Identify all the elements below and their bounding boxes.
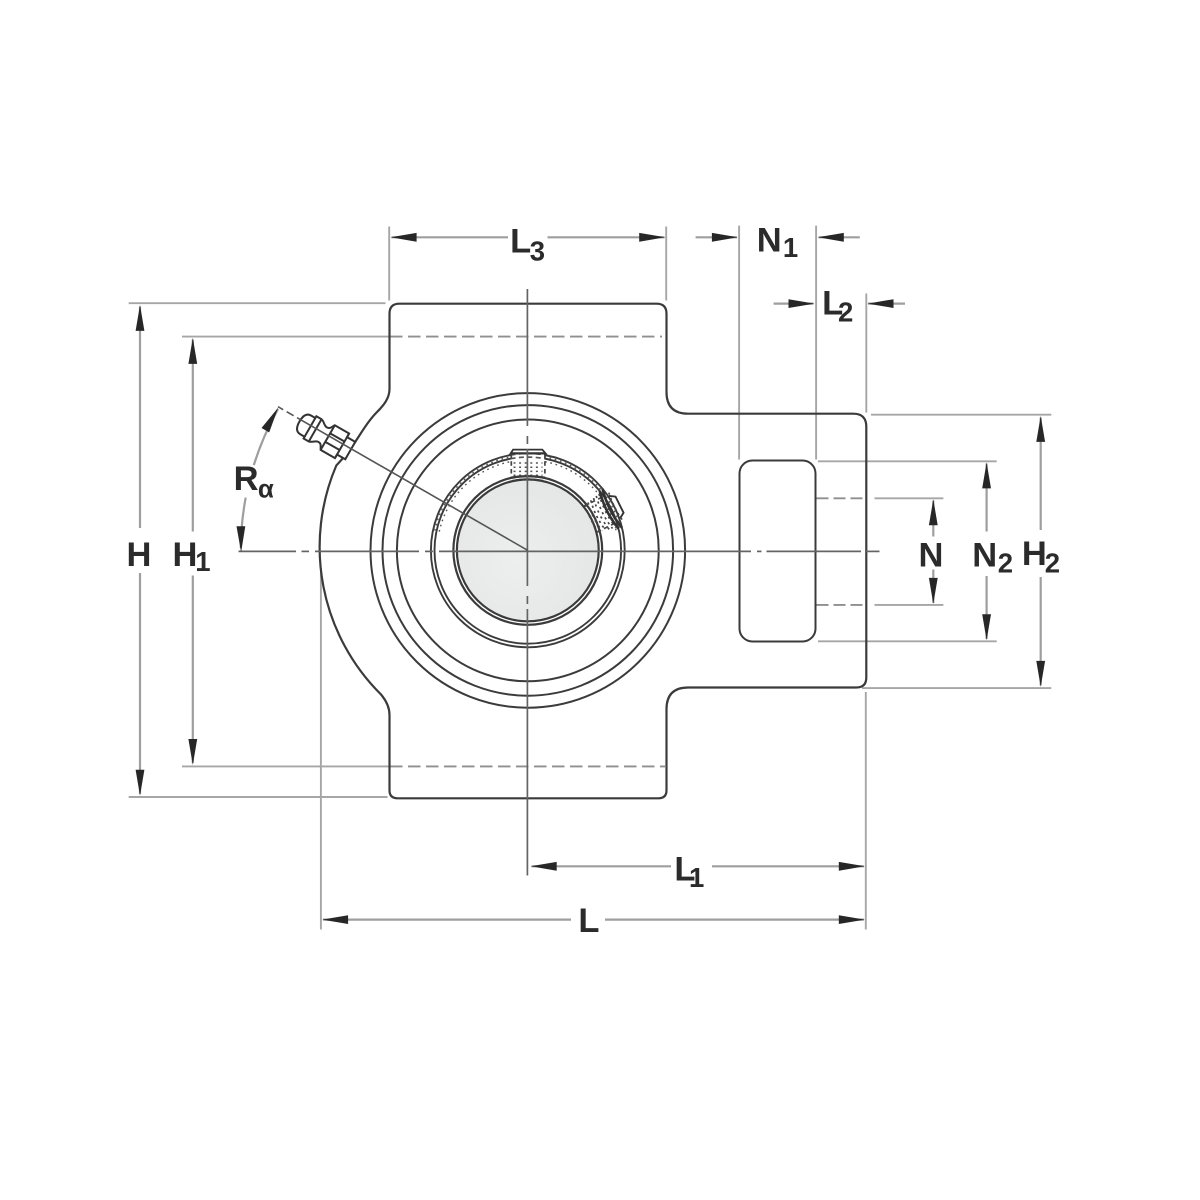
svg-text:L: L — [510, 222, 531, 260]
svg-text:H: H — [127, 536, 152, 574]
svg-text:α: α — [258, 474, 274, 504]
svg-text:L: L — [674, 851, 695, 889]
svg-text:N: N — [757, 221, 782, 259]
svg-text:2: 2 — [998, 548, 1013, 579]
svg-text:N: N — [919, 537, 944, 575]
svg-text:H: H — [173, 536, 198, 574]
svg-text:1: 1 — [689, 862, 704, 893]
svg-text:2: 2 — [1045, 548, 1060, 579]
svg-text:R: R — [234, 460, 259, 498]
svg-text:1: 1 — [195, 546, 210, 577]
svg-text:N: N — [972, 537, 997, 575]
svg-text:L: L — [578, 902, 599, 940]
svg-text:2: 2 — [838, 297, 853, 328]
svg-text:3: 3 — [530, 236, 545, 267]
svg-text:1: 1 — [783, 232, 798, 263]
svg-text:L: L — [822, 285, 843, 323]
svg-text:H: H — [1022, 535, 1047, 573]
